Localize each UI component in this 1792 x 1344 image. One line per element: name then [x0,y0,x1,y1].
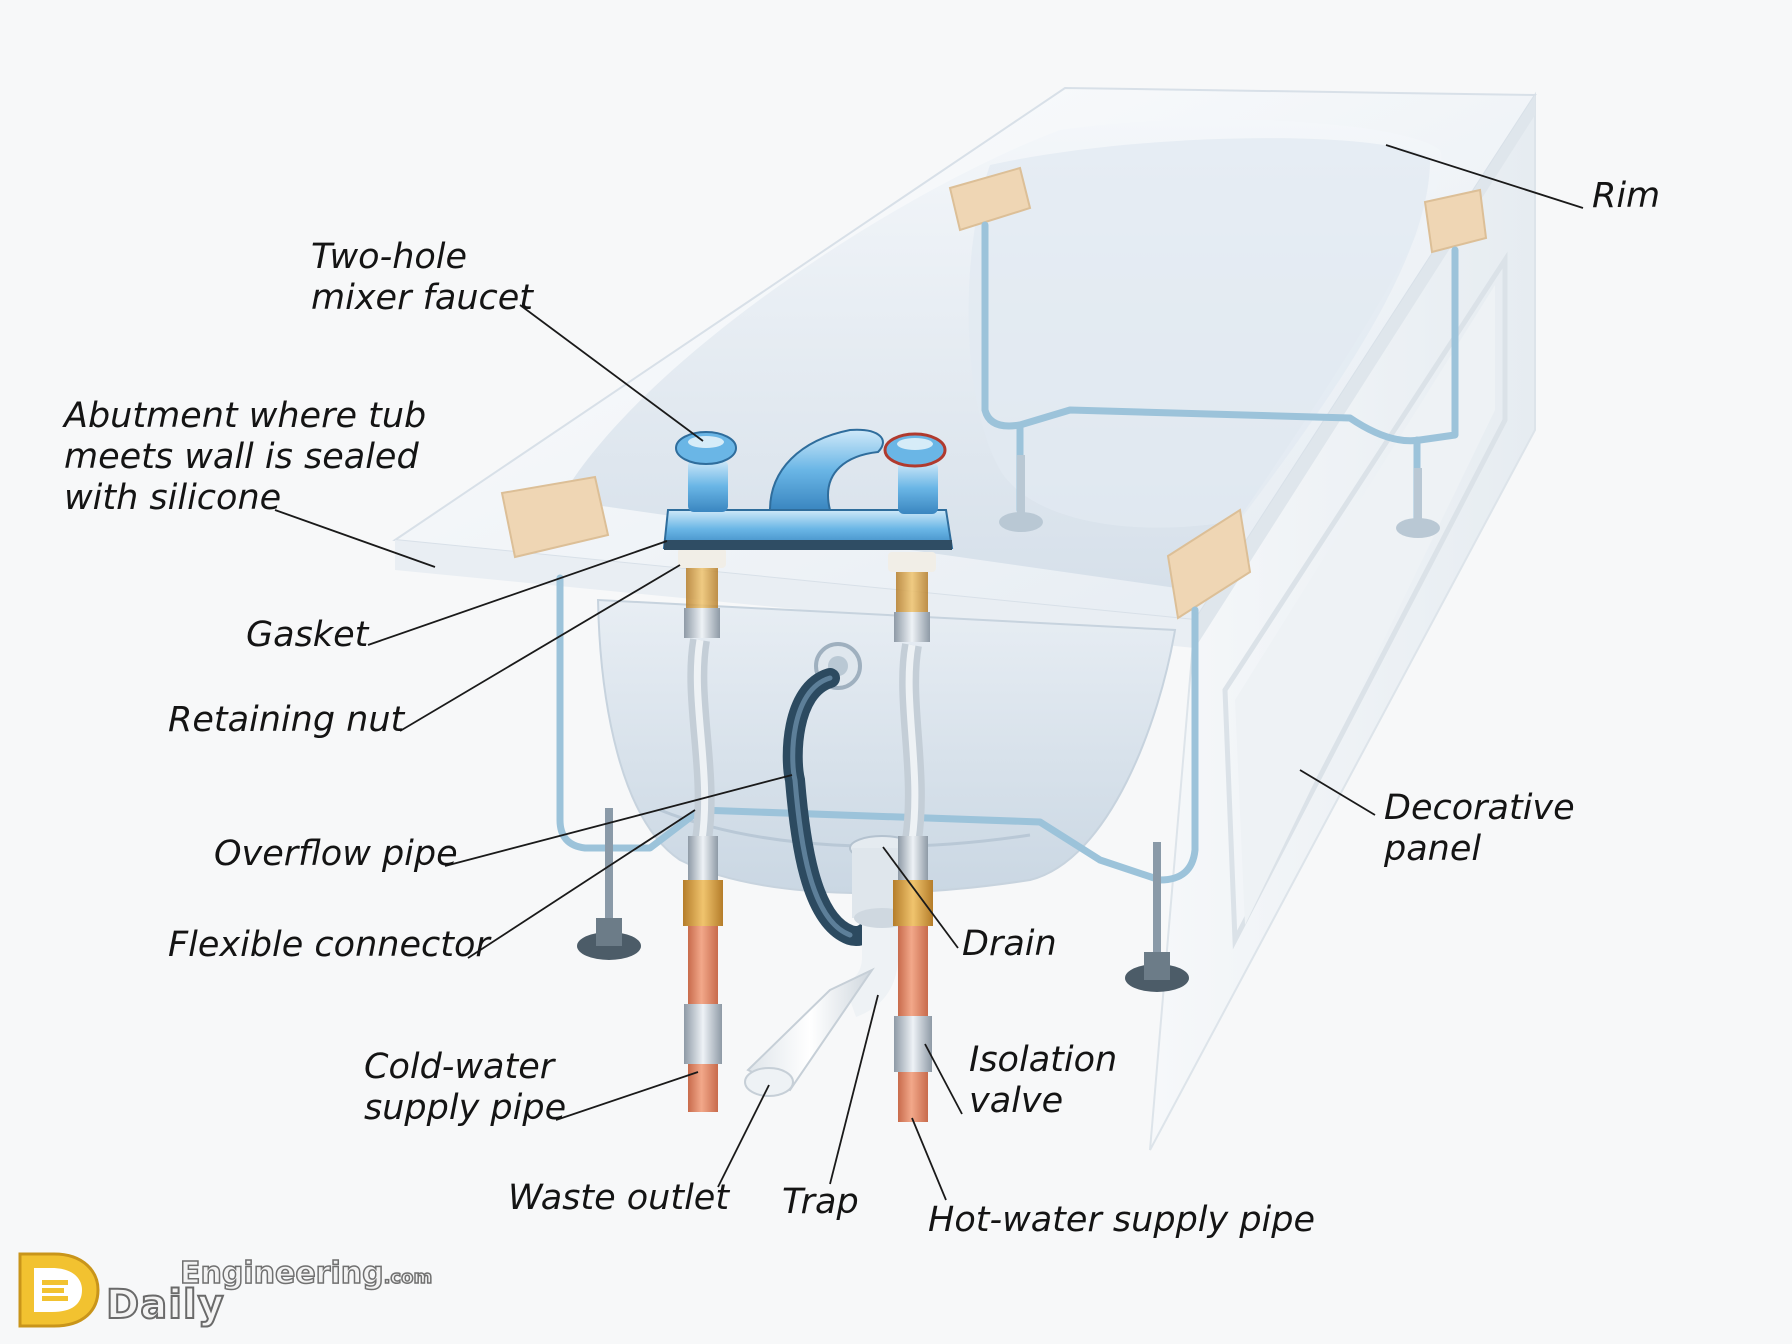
daily-engineering-logo: Daily Engineering.com [14,1244,444,1334]
mixer-faucet [662,428,954,550]
label-hot-water-supply-pipe: Hot-water supply pipe [928,1200,1316,1240]
label-retaining-nut: Retaining nut [168,700,405,740]
wooden-blocks [500,166,1488,620]
drain-trap [744,835,915,1097]
leader-lines [274,144,1584,1201]
support-feet [577,455,1440,992]
label-rim: Rim [1592,176,1661,216]
cold-supply-assembly [678,548,726,1112]
logo-brand-text: Daily [105,1281,225,1329]
label-trap: Trap [782,1182,859,1222]
de-logo-icon [18,1252,100,1328]
label-drain: Drain [962,924,1057,964]
label-abutment-sealed: Abutment where tub meets wall is sealed … [64,396,427,518]
label-two-hole-mixer-faucet: Two-hole mixer faucet [311,237,534,318]
label-decorative-panel: Decorative panel [1384,788,1575,869]
label-gasket: Gasket [246,615,369,655]
label-cold-water-supply-pipe: Cold-water supply pipe [364,1047,567,1128]
logo-site-text: Engineering.com [179,1255,433,1292]
label-flexible-connector: Flexible connector [168,925,490,965]
label-waste-outlet: Waste outlet [508,1178,730,1218]
label-overflow-pipe: Overflow pipe [214,834,458,874]
label-isolation-valve: Isolation valve [969,1040,1118,1121]
